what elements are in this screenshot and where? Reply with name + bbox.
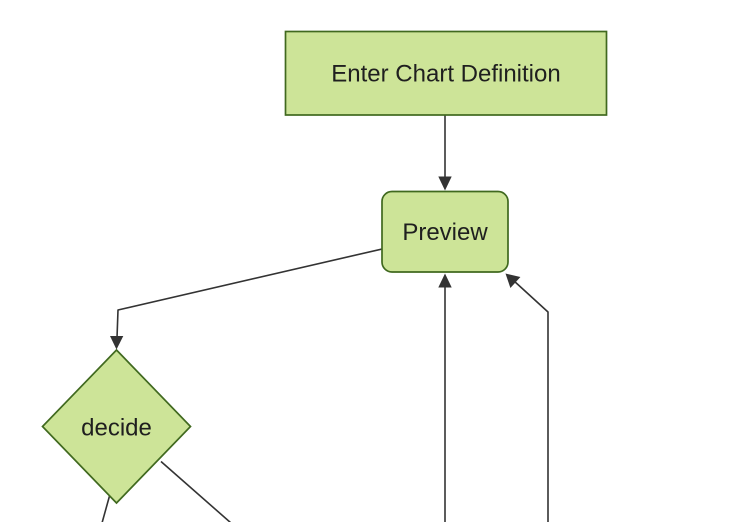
- node-enter-chart-definition: Enter Chart Definition: [284, 30, 608, 116]
- edge-line: [101, 495, 111, 522]
- node-enter-chart-definition-label: Enter Chart Definition: [331, 60, 560, 87]
- edge-line: [116, 248, 383, 339]
- arrow-up-icon: [438, 273, 452, 288]
- edge-preview-to-decide: [110, 248, 383, 350]
- node-preview: Preview: [381, 190, 509, 273]
- node-enter-chart-definition-shape: [284, 30, 608, 116]
- edge-offscreen-right-to-preview: [505, 273, 549, 522]
- arrow-down-icon: [110, 336, 124, 350]
- node-decide: decide: [41, 348, 192, 505]
- edge-decide-to-offscreen-left: [101, 495, 111, 522]
- edge-line: [512, 279, 549, 522]
- edge-line: [160, 460, 232, 522]
- node-decide-label: decide: [81, 414, 152, 441]
- edge-decide-to-offscreen-right: [160, 460, 232, 522]
- node-preview-shape: [381, 190, 509, 273]
- edge-enter-chart-definition-to-preview: [438, 115, 452, 191]
- node-preview-label: Preview: [402, 219, 488, 246]
- arrow-down-icon: [438, 176, 452, 191]
- edge-offscreen-center-to-preview: [438, 273, 452, 522]
- arrow-up-left-icon: [505, 273, 521, 288]
- node-decide-shape: [41, 348, 192, 505]
